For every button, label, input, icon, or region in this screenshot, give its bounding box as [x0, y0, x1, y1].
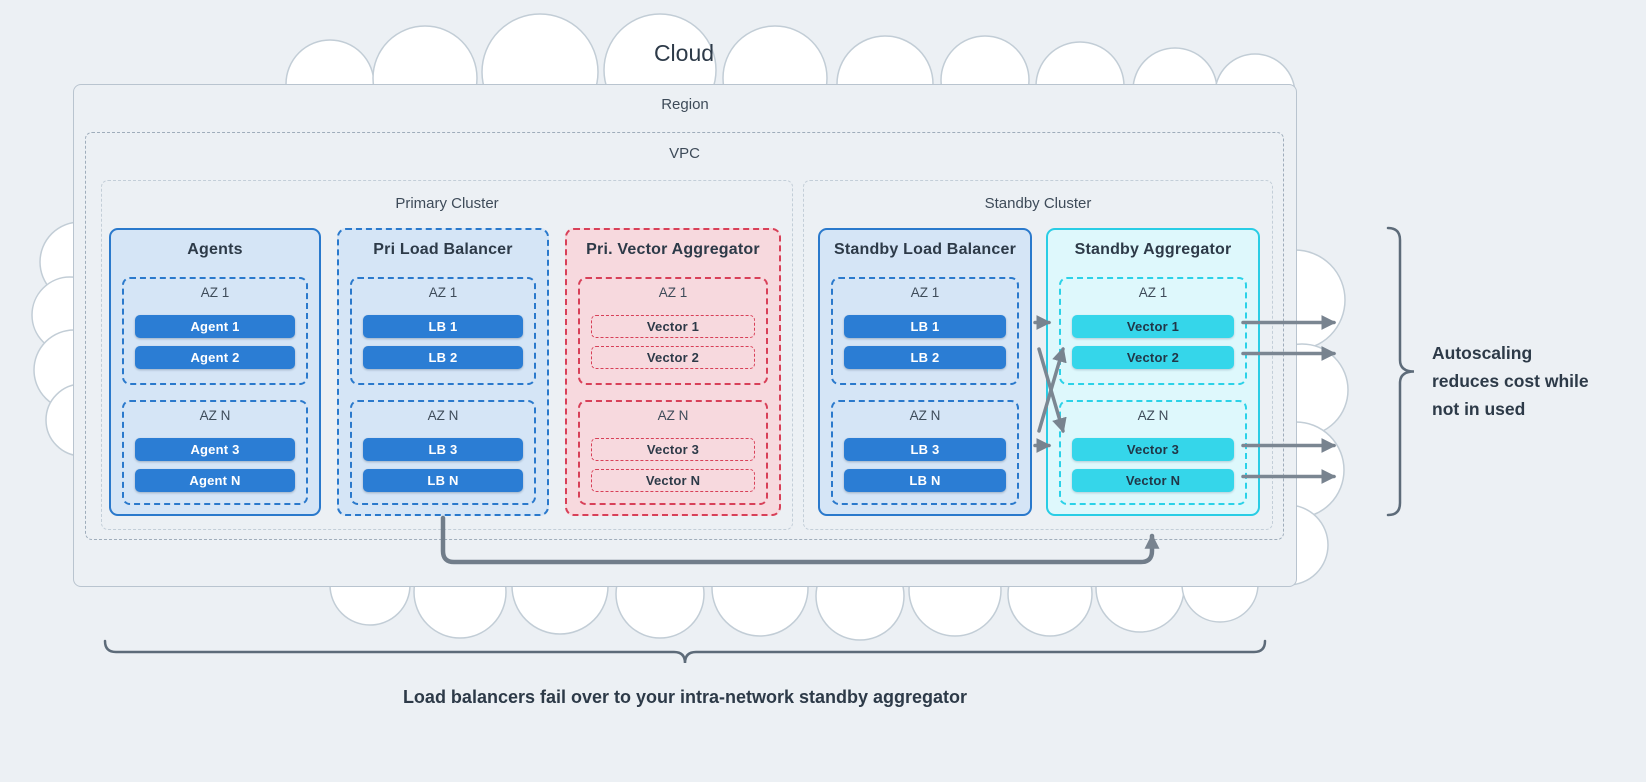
az-label: AZ N: [199, 408, 231, 423]
node: LB 3: [363, 438, 523, 461]
box-title: Pri Load Balancer: [373, 241, 513, 258]
node: Agent 1: [135, 315, 295, 338]
node: LB 1: [844, 315, 1006, 338]
node: Vector N: [1072, 469, 1234, 492]
az-box: AZ 1 Vector 1 Vector 2: [1059, 277, 1247, 385]
az-label: AZ 1: [910, 285, 940, 300]
box-title: Pri. Vector Aggregator: [586, 241, 760, 258]
autoscaling-note-line: reduces cost while: [1432, 371, 1589, 391]
az-box: AZ N Agent 3 Agent N: [122, 400, 308, 505]
node: Vector 1: [591, 315, 755, 338]
az-label: AZ N: [657, 408, 689, 423]
az-box: AZ N LB 3 LB N: [831, 400, 1019, 505]
az-label: AZ 1: [200, 285, 230, 300]
az-box: AZ N Vector 3 Vector N: [1059, 400, 1247, 505]
az-box: AZ N Vector 3 Vector N: [578, 400, 768, 505]
az-box: AZ 1 LB 1 LB 2: [350, 277, 536, 385]
failover-note: Load balancers fail over to your intra-n…: [402, 687, 968, 707]
standby-aggregator-box: Standby Aggregator AZ 1 Vector 1 Vector …: [1046, 228, 1260, 516]
autoscaling-note-line: Autoscaling: [1432, 343, 1533, 363]
node: LB 2: [363, 346, 523, 369]
node: LB N: [363, 469, 523, 492]
node: Agent 2: [135, 346, 295, 369]
node: LB 1: [363, 315, 523, 338]
vpc-label: VPC: [669, 145, 700, 162]
az-label: AZ N: [909, 408, 941, 423]
node: Vector 3: [591, 438, 755, 461]
node: LB N: [844, 469, 1006, 492]
az-label: AZ N: [1137, 408, 1169, 423]
node: Vector 2: [1072, 346, 1234, 369]
cloud-title: Cloud: [653, 40, 715, 66]
node: Vector 3: [1072, 438, 1234, 461]
autoscaling-note: Autoscaling reduces cost while not in us…: [1432, 339, 1632, 423]
autoscaling-note-line: not in used: [1432, 399, 1526, 419]
az-box: AZ 1 Agent 1 Agent 2: [122, 277, 308, 385]
az-box: AZ 1 LB 1 LB 2: [831, 277, 1019, 385]
az-box: AZ N LB 3 LB N: [350, 400, 536, 505]
node: Agent N: [135, 469, 295, 492]
primary-cluster-label: Primary Cluster: [395, 195, 499, 212]
az-label: AZ 1: [658, 285, 688, 300]
standby-load-balancer-box: Standby Load Balancer AZ 1 LB 1 LB 2 AZ …: [818, 228, 1032, 516]
agents-box: Agents AZ 1 Agent 1 Agent 2 AZ N Agent 3…: [109, 228, 321, 516]
pri-load-balancer-box: Pri Load Balancer AZ 1 LB 1 LB 2 AZ N LB…: [337, 228, 549, 516]
node: Agent 3: [135, 438, 295, 461]
node: Vector N: [591, 469, 755, 492]
node: LB 3: [844, 438, 1006, 461]
node: Vector 2: [591, 346, 755, 369]
box-title: Agents: [187, 241, 243, 258]
node: Vector 1: [1072, 315, 1234, 338]
standby-cluster-label: Standby Cluster: [984, 195, 1092, 212]
box-title: Standby Load Balancer: [833, 241, 1017, 258]
az-box: AZ 1 Vector 1 Vector 2: [578, 277, 768, 385]
az-label: AZ N: [427, 408, 459, 423]
box-title: Standby Aggregator: [1074, 241, 1232, 258]
pri-vector-aggregator-box: Pri. Vector Aggregator AZ 1 Vector 1 Vec…: [565, 228, 781, 516]
az-label: AZ 1: [1138, 285, 1168, 300]
az-label: AZ 1: [428, 285, 458, 300]
region-label: Region: [661, 96, 709, 113]
node: LB 2: [844, 346, 1006, 369]
